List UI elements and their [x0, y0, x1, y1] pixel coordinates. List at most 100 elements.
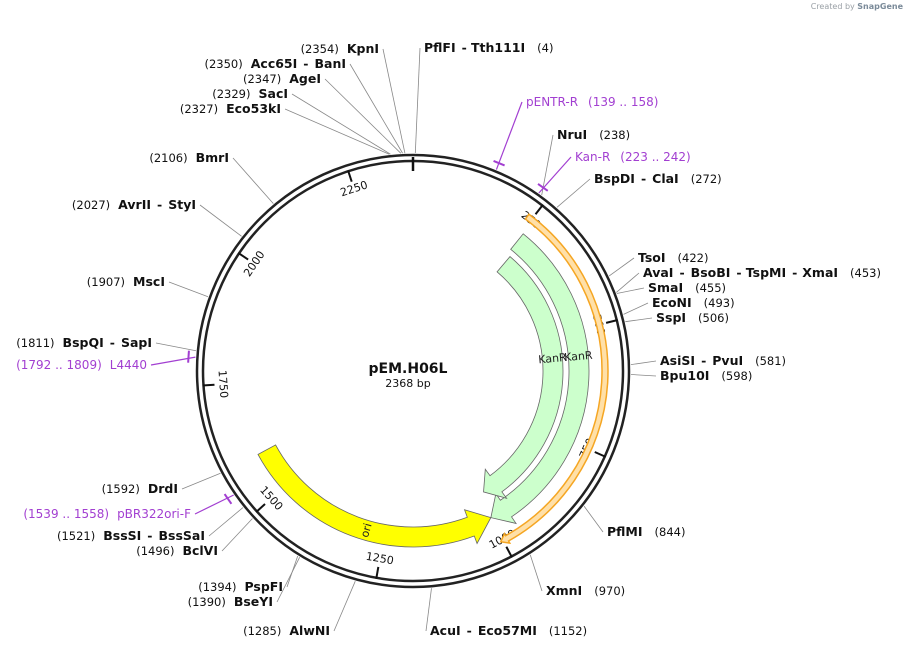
plasmid-length: 2368 bp — [385, 377, 430, 390]
ori-feature-arrow[interactable] — [257, 444, 492, 548]
primer-label[interactable]: (1539 .. 1558) pBR322ori-F — [23, 507, 191, 521]
site-name: BspDI — [594, 171, 635, 186]
enzyme-separator: - — [110, 335, 115, 350]
enzyme-label[interactable]: (1390)BseYI — [188, 594, 273, 609]
enzyme-label[interactable]: XmnI(970) — [546, 583, 625, 598]
site-position: (1152) — [549, 624, 587, 638]
enzyme-label[interactable]: SspI(506) — [656, 310, 729, 325]
label-leader-line — [349, 63, 403, 154]
enzyme-label[interactable]: (1394)PspFI — [198, 579, 283, 594]
site-name: pENTR-R — [526, 95, 578, 109]
site-position: (1539 .. 1558) — [23, 507, 109, 521]
credit-prefix: Created by — [810, 2, 855, 11]
label-leader-line — [495, 101, 523, 170]
enzyme-separator: - — [679, 265, 684, 280]
enzyme-label[interactable]: NruI (238) — [557, 127, 630, 142]
enzyme-label[interactable]: (2347)AgeI — [243, 71, 321, 86]
enzyme-label[interactable]: AvaI-BsoBI-TspMI-XmaI(453) — [643, 265, 881, 280]
enzyme-label[interactable]: (1811)BspQI-SapI — [16, 335, 152, 350]
site-name: Tth111I — [471, 40, 525, 55]
label-leader-line — [291, 93, 391, 155]
enzyme-label[interactable]: (1521)BssSI-BssSaI — [57, 528, 205, 543]
site-name: PspFI — [244, 579, 283, 594]
site-name: SapI — [121, 335, 152, 350]
site-name: BanI — [314, 56, 346, 71]
site-position: (2329) — [212, 87, 250, 101]
enzyme-label[interactable]: PflMI(844) — [607, 524, 685, 539]
site-name: AvaI — [643, 265, 673, 280]
site-name: DrdI — [148, 481, 178, 496]
site-position: (1521) — [57, 529, 95, 543]
site-position: (2327) — [180, 102, 218, 116]
label-leader-line — [583, 505, 604, 533]
tick-mark — [255, 503, 266, 513]
enzyme-label[interactable]: (2329) SacI — [212, 86, 288, 101]
enzyme-separator: - — [641, 171, 646, 186]
primer-label[interactable]: Kan-R(223 .. 242) — [575, 150, 691, 164]
enzyme-label[interactable]: (1592) DrdI — [102, 481, 178, 496]
label-leader-line — [276, 557, 301, 603]
enzyme-label[interactable]: (1496) BclVI — [136, 543, 218, 558]
ori-label: ori — [358, 522, 374, 539]
enzyme-label[interactable]: (2027)AvrII-StyI — [72, 197, 196, 212]
tick-label: 1250 — [365, 550, 395, 568]
site-name: BclVI — [182, 543, 218, 558]
site-position: (223 .. 242) — [620, 150, 690, 164]
site-labels: PflFI-Tth111I(4) NruI (238) BspDI-ClaI(272)… — [16, 40, 881, 638]
enzyme-label[interactable]: (2350)Acc65I-BanI — [204, 56, 346, 71]
label-leader-line — [232, 157, 274, 204]
site-position: (2347) — [243, 72, 281, 86]
site-position: (598) — [721, 369, 752, 383]
site-name: SspI — [656, 310, 686, 325]
enzyme-separator: - — [147, 528, 152, 543]
enzyme-label[interactable]: EcoNI(493) — [652, 295, 735, 310]
enzyme-separator: - — [701, 353, 706, 368]
tick-label: 2000 — [241, 249, 267, 279]
site-position: (1592) — [102, 482, 140, 496]
enzyme-label[interactable]: (1285)AlwNI — [243, 623, 330, 638]
tick-mark — [202, 383, 215, 387]
kanr-feature-arrow[interactable] — [483, 256, 564, 499]
enzyme-label[interactable]: (2106)BmrI — [149, 150, 229, 165]
primer-label[interactable]: pENTR-R(139 .. 158) — [526, 95, 658, 109]
site-name: Bpu10I — [660, 368, 709, 383]
label-leader-line — [168, 281, 209, 298]
kanr-label: KanR — [564, 349, 594, 364]
site-position: (1390) — [188, 595, 226, 609]
enzyme-label[interactable]: AcuI-Eco57MI(1152) — [430, 623, 587, 638]
enzyme-label[interactable]: (2354)KpnI — [301, 41, 379, 56]
enzyme-label[interactable]: SmaI(455) — [648, 280, 726, 295]
tick-mark — [347, 169, 353, 182]
kanr-annotation-band[interactable] — [499, 213, 609, 545]
enzyme-label[interactable]: PflFI-Tth111I(4) — [424, 40, 553, 55]
enzyme-label[interactable]: TsoI(422) — [638, 250, 708, 265]
site-name: pBR322ori-F — [117, 507, 191, 521]
tick-label: 1750 — [216, 370, 231, 399]
site-position: (238) — [599, 128, 630, 142]
label-leader-line — [608, 257, 635, 277]
tick-mark — [594, 451, 607, 458]
site-position: (970) — [594, 584, 625, 598]
enzyme-label[interactable]: (2327)Eco53kI — [180, 101, 281, 116]
site-name: SacI — [259, 86, 289, 101]
site-position: (1496) — [136, 544, 174, 558]
enzyme-separator: - — [736, 265, 741, 280]
site-position: (422) — [678, 251, 709, 265]
snapgene-credit: Created by SnapGene — [811, 2, 903, 11]
site-name: KpnI — [347, 41, 379, 56]
enzyme-label[interactable]: (1907)MscI — [87, 274, 165, 289]
snapgene-logo: SnapGene — [857, 2, 903, 11]
enzyme-label[interactable]: Bpu10I (598) — [660, 368, 752, 383]
enzyme-label[interactable]: AsiSI-PvuI(581) — [660, 353, 786, 368]
primer-label[interactable]: (1792 .. 1809)L4440 — [16, 358, 147, 372]
site-name: Eco57MI — [478, 623, 537, 638]
enzyme-label[interactable]: BspDI-ClaI(272) — [594, 171, 722, 186]
site-position: (453) — [850, 266, 881, 280]
site-name: StyI — [168, 197, 196, 212]
enzyme-separator: - — [157, 197, 162, 212]
tick-mark — [237, 252, 249, 261]
site-name: XmaI — [802, 265, 838, 280]
site-name: BssSI — [103, 528, 141, 543]
site-name: NruI — [557, 127, 587, 142]
